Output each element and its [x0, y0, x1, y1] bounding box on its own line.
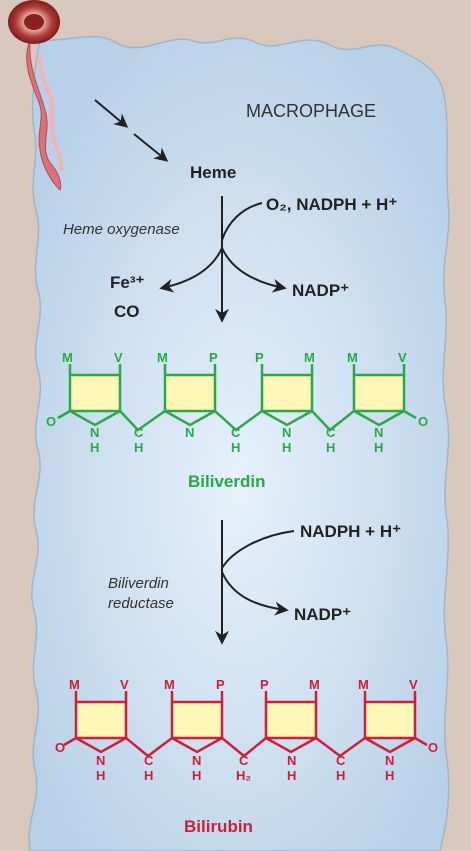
br-r3-left: P	[260, 677, 269, 692]
br-n3: N	[287, 753, 296, 768]
red-blood-cell	[8, 0, 64, 191]
br-r1-left: M	[69, 677, 80, 692]
br-ch1-h: H	[144, 768, 153, 783]
bv-h3: H	[282, 440, 291, 455]
co-label: CO	[114, 302, 140, 321]
bv-r4-left: M	[347, 350, 358, 365]
fe-label: Fe³⁺	[110, 273, 145, 292]
o2-nadph-label: O₂, NADPH + H⁺	[266, 195, 397, 214]
bv-h4: H	[374, 440, 383, 455]
biliverdin-ring-2	[163, 373, 217, 413]
biliverdin-ring-1	[68, 373, 122, 413]
reductase-label-line2: reductase	[108, 595, 174, 612]
br-r3-right: M	[309, 677, 320, 692]
bv-h1: H	[90, 440, 99, 455]
biliverdin-atoms: M V M P P M M V O O N H C H N C H N H C …	[46, 350, 428, 455]
br-c1: C	[144, 753, 154, 768]
bilirubin-label: Bilirubin	[184, 817, 253, 836]
nadp-arrow-1	[221, 247, 287, 293]
br-r2-left: M	[164, 677, 175, 692]
br-h2: H	[192, 768, 201, 783]
bv-ch1-h: H	[134, 440, 143, 455]
br-r2-right: P	[216, 677, 225, 692]
nadph-input-curve	[221, 530, 295, 569]
bilirubin-structure	[63, 691, 428, 758]
bv-n1: N	[90, 425, 99, 440]
bilirubin-ring-4	[363, 700, 417, 740]
arrow-rbc-2	[133, 133, 169, 162]
bv-ch2-h: H	[231, 440, 240, 455]
heme-oxygenase-label: Heme oxygenase	[63, 221, 180, 238]
br-o-right: O	[428, 740, 438, 755]
biliverdin-label: Biliverdin	[188, 472, 265, 491]
macrophage-cell	[28, 35, 450, 851]
bv-c3: C	[326, 425, 336, 440]
nadp-arrow-2	[221, 571, 289, 616]
reductase-label-line1: Biliverdin	[108, 575, 169, 592]
br-c3: C	[336, 753, 346, 768]
bv-r2-left: M	[157, 350, 168, 365]
biliverdin-ring-3	[260, 373, 314, 413]
nadp-label-1: NADP⁺	[292, 281, 349, 300]
o2-input-curve	[221, 202, 263, 241]
bilirubin-ring-2	[170, 700, 224, 740]
macrophage-title: MACROPHAGE	[246, 101, 376, 121]
bv-o-right: O	[418, 414, 428, 429]
br-r4-left: M	[358, 677, 369, 692]
fe-co-arrow	[159, 247, 223, 293]
br-ch2-h: H₂	[236, 768, 251, 783]
br-n1: N	[96, 753, 105, 768]
nadph-label-2: NADPH + H⁺	[300, 522, 401, 541]
br-h4: H	[385, 768, 394, 783]
bilirubin-atoms: M V M P P M M V O O N H C H N H C H₂ N H…	[55, 677, 438, 783]
bv-n3: N	[282, 425, 291, 440]
bv-r2-right: P	[209, 350, 218, 365]
bv-n4: N	[374, 425, 383, 440]
bv-r3-right: M	[304, 350, 315, 365]
bv-r1-right: V	[114, 350, 123, 365]
br-h1: H	[96, 768, 105, 783]
br-c2: C	[239, 753, 249, 768]
arrow-rbc-1	[94, 99, 129, 128]
bilirubin-ring-1	[74, 700, 128, 740]
br-ch3-h: H	[336, 768, 345, 783]
bv-o-left: O	[46, 414, 56, 429]
bilirubin-ring-3	[264, 700, 318, 740]
br-n2: N	[192, 753, 201, 768]
bv-r1-left: M	[62, 350, 73, 365]
biliverdin-ring-4	[352, 373, 406, 413]
bv-c1: C	[134, 425, 144, 440]
biliverdin-structure	[57, 364, 417, 432]
br-n4: N	[385, 753, 394, 768]
bv-r3-left: P	[255, 350, 264, 365]
br-o-left: O	[55, 740, 65, 755]
br-h3: H	[287, 768, 296, 783]
nadp-label-2: NADP⁺	[294, 605, 351, 624]
br-r1-right: V	[120, 677, 129, 692]
bv-n2: N	[185, 425, 194, 440]
bv-c2: C	[231, 425, 241, 440]
bv-r4-right: V	[398, 350, 407, 365]
bv-ch3-h: H	[326, 440, 335, 455]
br-r4-right: V	[409, 677, 418, 692]
heme-label: Heme	[190, 163, 236, 182]
